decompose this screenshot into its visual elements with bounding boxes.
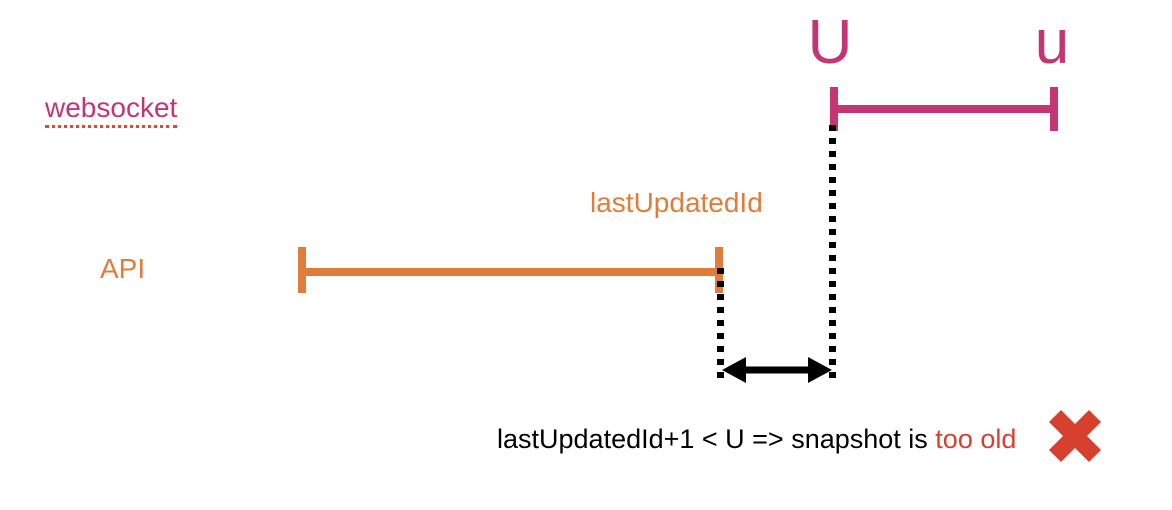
websocket-label: websocket [45, 92, 178, 129]
websocket-end-tick-label: u [1034, 8, 1070, 77]
api-label: API [100, 253, 146, 284]
gap-double-arrow-icon [722, 354, 832, 391]
last-updated-id-label: lastUpdatedId [590, 187, 763, 218]
websocket-start-tick-label: U [807, 8, 853, 77]
api-line [298, 268, 723, 276]
api-timeline-segment [298, 247, 723, 293]
u-dropline [829, 125, 836, 380]
conclusion-text-too-old: too old [935, 424, 1017, 454]
websocket-line [830, 105, 1058, 113]
lastupdatedid-dropline [717, 268, 724, 380]
websocket-right-tick [1050, 87, 1058, 131]
conclusion-text: lastUpdatedId+1 < U => snapshot is too o… [497, 424, 1016, 455]
red-x-icon [1046, 407, 1104, 470]
conclusion-text-black: lastUpdatedId+1 < U => snapshot is [497, 424, 936, 454]
websocket-timeline-segment [830, 87, 1058, 131]
